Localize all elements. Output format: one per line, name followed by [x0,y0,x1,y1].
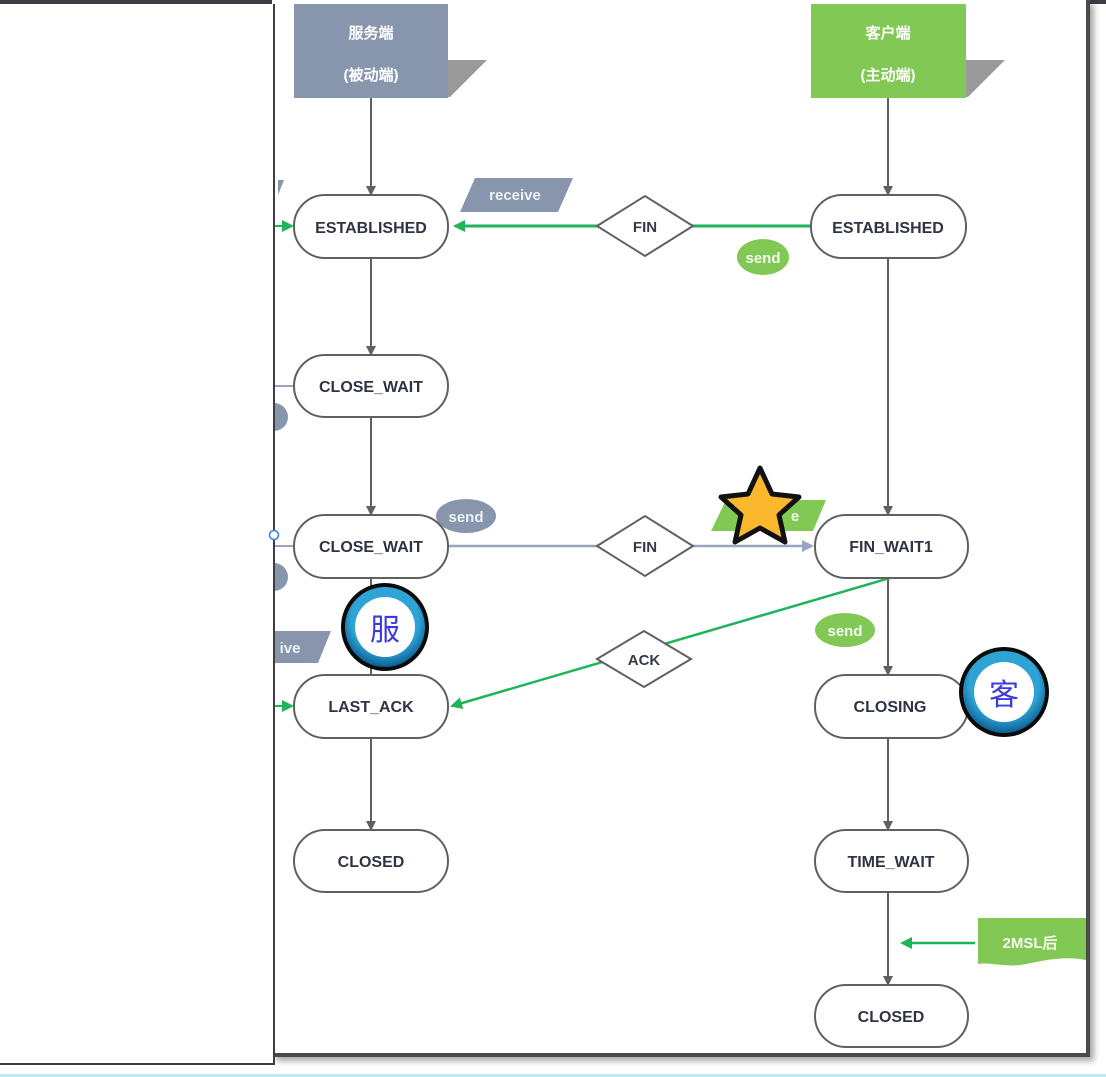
fin-message-diamond-2: FIN [595,514,695,578]
server-header-shadow [440,60,487,97]
client-header: 客户端 (主动端) [811,4,966,98]
server-header-subtitle: (被动端) [344,66,399,84]
server-state-last-ack[interactable]: LAST_ACK [293,674,449,739]
server-state-close-wait-2[interactable]: CLOSE_WAIT [293,514,449,579]
ack-arrow-client-to-server [450,576,891,709]
fin-message-label-1: FIN [633,219,657,236]
state-label: CLOSED [858,1009,925,1026]
client-badge[interactable]: 客 [959,647,1049,737]
timer-flag-label: 2MSL后 [1002,935,1057,952]
state-label: CLOSED [338,854,405,871]
send-bubble-1-label: send [745,250,780,267]
bottom-strip [0,1074,1106,1077]
send-bubble-2-label: send [448,509,483,526]
client-header-title: 客户端 [864,24,910,42]
resize-handle[interactable] [268,529,280,541]
state-label: CLOSE_WAIT [319,379,423,396]
client-state-closed[interactable]: CLOSED [814,984,969,1048]
state-label: CLOSE_WAIT [319,539,423,556]
fin-message-diamond-1: FIN [595,194,695,258]
left-stub-receive-tag-1 [278,180,284,195]
client-header-shadow [960,60,1005,97]
state-label: ESTABLISHED [315,220,427,237]
server-state-established[interactable]: ESTABLISHED [293,194,449,259]
state-label: TIME_WAIT [847,854,934,871]
fin-message-label-2: FIN [633,539,657,556]
ack-message-label: ACK [628,652,661,669]
server-state-close-wait-1[interactable]: CLOSE_WAIT [293,354,449,418]
send-bubble-2: send [436,499,496,533]
client-state-fin-wait1[interactable]: FIN_WAIT1 [814,514,969,579]
state-label: ESTABLISHED [832,220,944,237]
server-badge-label: 服 [370,614,400,647]
timer-flag: 2MSL后 [978,918,1086,966]
receive-tag-left-label: ive [280,640,301,657]
send-bubble-3-label: send [827,623,862,640]
client-badge-label: 客 [989,679,1019,712]
server-header-title: 服务端 [348,24,393,42]
receive-tag-left: ive [275,631,331,663]
client-header-subtitle: (主动端) [861,66,916,84]
receive-tag-2-label: e [791,508,799,525]
state-label: FIN_WAIT1 [849,539,933,556]
state-label: CLOSING [854,699,927,716]
client-state-established[interactable]: ESTABLISHED [810,194,967,259]
ack-message-diamond: ACK [595,629,693,689]
send-bubble-3: send [815,613,875,647]
star-icon[interactable] [718,465,802,545]
overlay-side-panel [0,4,275,1065]
server-badge[interactable]: 服 [341,583,429,671]
client-state-time-wait[interactable]: TIME_WAIT [814,829,969,893]
server-header: 服务端 (被动端) [294,4,448,98]
send-bubble-1: send [737,239,789,275]
state-label: LAST_ACK [328,699,414,716]
receive-tag-1-label: receive [489,187,541,204]
receive-tag-1: receive [460,178,573,212]
server-state-closed[interactable]: CLOSED [293,829,449,893]
client-state-closing[interactable]: CLOSING [814,674,969,739]
